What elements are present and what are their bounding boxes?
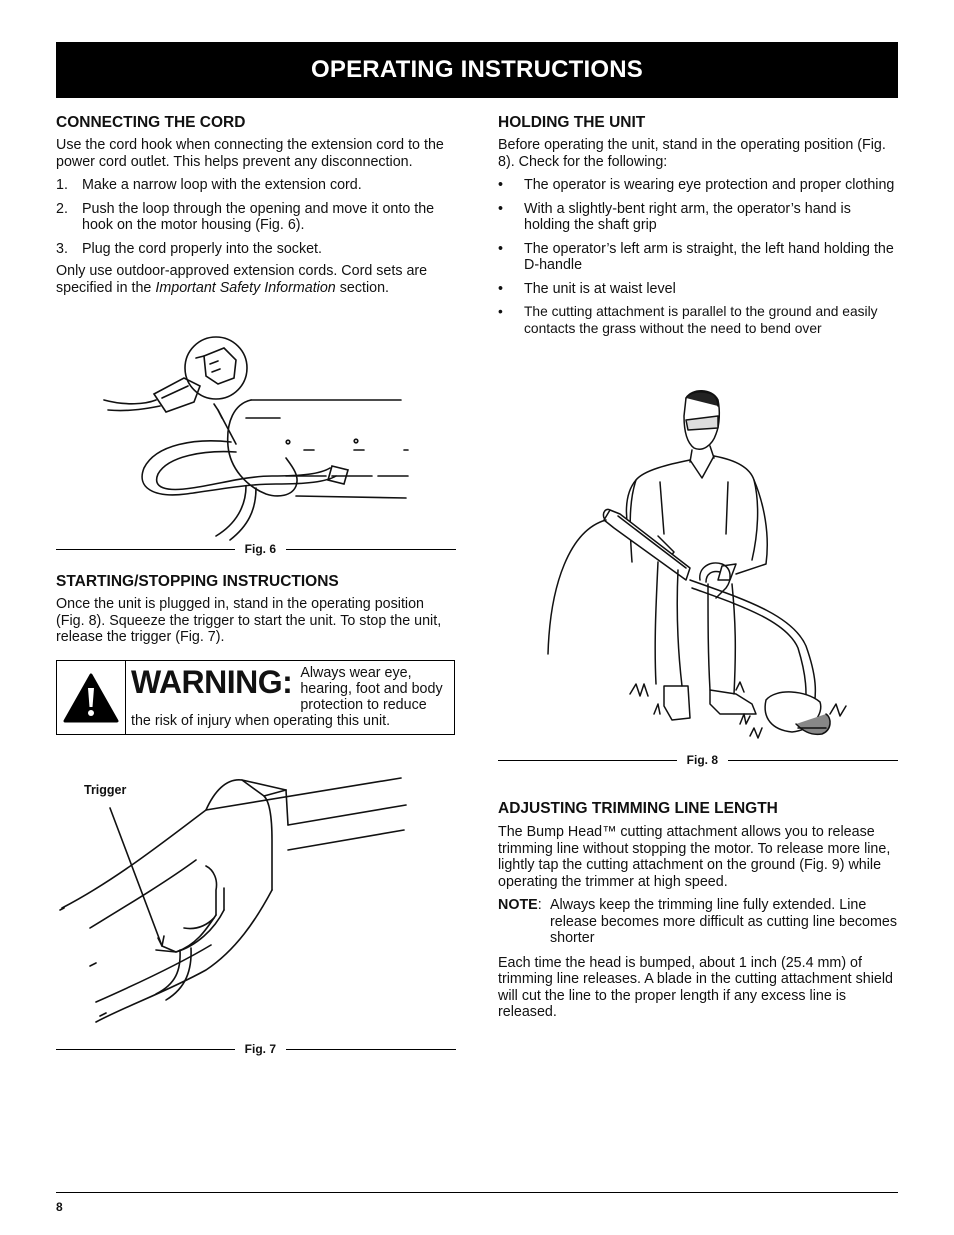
fig8-illustration xyxy=(540,384,860,754)
page-number: 8 xyxy=(56,1200,63,1214)
starting-heading: STARTING/STOPPING INSTRUCTIONS xyxy=(56,573,339,590)
caption-rule xyxy=(728,759,898,761)
warning-text: Always wear eye, hearing, foot and body … xyxy=(131,665,443,729)
holding-heading: HOLDING THE UNIT xyxy=(498,114,646,131)
note-text: Always keep the trimming line fully exte… xyxy=(550,897,898,946)
fig6-illustration xyxy=(96,326,416,544)
holding-intro: Before operating the unit, stand in the … xyxy=(498,137,886,170)
list-item: •The unit is at waist level xyxy=(498,280,676,297)
connecting-heading: CONNECTING THE CORD xyxy=(56,114,246,131)
fig7-illustration xyxy=(56,770,426,1038)
connecting-intro: Use the cord hook when connecting the ex… xyxy=(56,137,444,170)
warning-box: WARNING: Always wear eye, hearing, foot … xyxy=(56,660,455,735)
caption-rule xyxy=(56,548,235,550)
fig8-label: Fig. 8 xyxy=(686,753,718,767)
connecting-note: Only use outdoor-approved extension cord… xyxy=(56,263,428,296)
warning-triangle-icon xyxy=(57,661,126,734)
list-item: •The operator is wearing eye protection … xyxy=(498,177,895,193)
adjusting-section: ADJUSTING TRIMMING LINE LENGTH The Bump … xyxy=(498,800,898,1021)
connecting-steps: 1.Make a narrow loop with the extension … xyxy=(56,177,456,257)
adjusting-note: NOTE: Always keep the trimming line full… xyxy=(498,897,898,946)
list-item: 1.Make a narrow loop with the extension … xyxy=(56,177,362,193)
fig7-caption: Fig. 7 xyxy=(56,1042,456,1056)
fig7-label: Fig. 7 xyxy=(244,1042,276,1056)
list-item: •The operator’s left arm is straight, th… xyxy=(498,240,894,274)
adjusting-para2: Each time the head is bumped, about 1 in… xyxy=(498,954,893,1021)
list-item: 2.Push the loop through the opening and … xyxy=(56,200,435,234)
warning-word: WARNING: xyxy=(131,664,293,700)
fig6-caption: Fig. 6 xyxy=(56,542,456,556)
starting-section: STARTING/STOPPING INSTRUCTIONS Once the … xyxy=(56,573,456,646)
adjusting-heading: ADJUSTING TRIMMING LINE LENGTH xyxy=(498,800,778,817)
fig8-caption: Fig. 8 xyxy=(498,753,898,767)
caption-rule xyxy=(56,1048,235,1050)
page-banner: OPERATING INSTRUCTIONS xyxy=(56,42,898,98)
trigger-label: Trigger xyxy=(84,783,127,797)
holding-section: HOLDING THE UNIT Before operating the un… xyxy=(498,114,898,337)
list-item: •With a slightly-bent right arm, the ope… xyxy=(498,200,851,234)
list-item: 3.Plug the cord properly into the socket… xyxy=(56,240,323,257)
warning-body: WARNING: Always wear eye, hearing, foot … xyxy=(131,665,448,729)
caption-rule xyxy=(286,548,456,550)
list-item: •The cutting attachment is parallel to t… xyxy=(498,304,878,336)
adjusting-text: The Bump Head™ cutting attachment allows… xyxy=(498,824,891,890)
caption-rule xyxy=(498,759,677,761)
starting-text: Once the unit is plugged in, stand in th… xyxy=(56,596,442,645)
connecting-section: CONNECTING THE CORD Use the cord hook wh… xyxy=(56,114,456,296)
caption-rule xyxy=(286,1048,456,1050)
footer-rule xyxy=(56,1192,898,1193)
page-title: OPERATING INSTRUCTIONS xyxy=(311,56,643,83)
holding-bullets: •The operator is wearing eye protection … xyxy=(498,177,898,337)
note-label: NOTE xyxy=(498,897,538,913)
fig6-label: Fig. 6 xyxy=(244,542,276,556)
